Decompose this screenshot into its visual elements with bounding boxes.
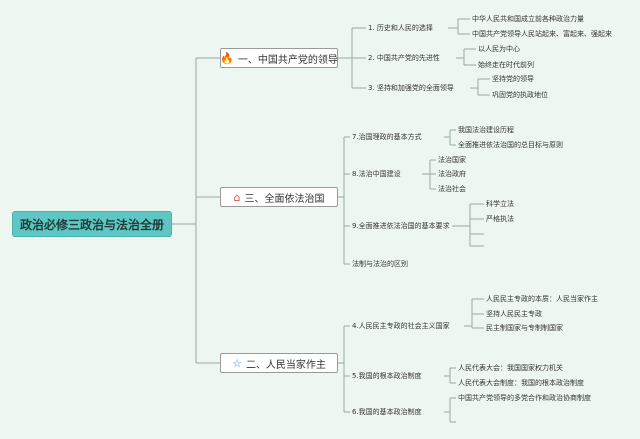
house-icon: ⌂ <box>233 190 241 204</box>
leaf-node[interactable]: 严格执法 <box>486 215 514 223</box>
leaf-node[interactable]: 法治国家 <box>438 156 466 164</box>
item-node[interactable]: 2. 中国共产党的先进性 <box>368 54 440 62</box>
fire-icon: 🔥 <box>220 51 234 65</box>
leaf-node[interactable]: 巩固党的执政地位 <box>492 91 548 99</box>
branch-people-masters[interactable]: ☆ 二、人民当家作主 <box>220 353 338 373</box>
leaf-node[interactable]: 坚持党的领导 <box>492 75 534 83</box>
item-node[interactable]: 9.全面推进依法治国的基本要求 <box>352 222 450 230</box>
branch-rule-of-law[interactable]: ⌂ 三、全面依法治国 <box>220 187 338 207</box>
leaf-node[interactable]: 法治社会 <box>438 185 466 193</box>
leaf-node[interactable]: 人民代表大会制度：我国的根本政治制度 <box>458 379 584 387</box>
branch-label: 二、人民当家作主 <box>245 359 326 371</box>
leaf-node[interactable]: 法治政府 <box>438 170 466 178</box>
leaf-node[interactable]: 科学立法 <box>486 200 514 208</box>
leaf-node[interactable]: 人民民主专政的本质：人民当家作主 <box>486 295 598 303</box>
root-node[interactable]: 政治必修三政治与法治全册 <box>12 211 172 237</box>
branch-label: 三、全面依法治国 <box>244 193 325 205</box>
leaf-node[interactable]: 中国共产党领导的多党合作和政治协商制度 <box>458 394 591 402</box>
item-node[interactable]: 8.法治中国建设 <box>352 170 401 178</box>
leaf-node[interactable]: 始终走在时代前列 <box>478 61 534 69</box>
leaf-node[interactable]: 中华人民共和国成立前各种政治力量 <box>472 15 584 23</box>
leaf-node[interactable]: 全面推进依法治国的总目标与原则 <box>458 141 563 149</box>
branch-party-leadership[interactable]: 🔥 一、中国共产党的领导 <box>220 48 338 68</box>
item-node[interactable]: 4.人民民主专政的社会主义国家 <box>352 322 450 330</box>
leaf-node[interactable]: 民主制国家与专制制国家 <box>486 324 563 332</box>
leaf-node[interactable]: 人民代表大会：我国国家权力机关 <box>458 364 563 372</box>
leaf-node[interactable]: 我国法治建设历程 <box>458 126 514 134</box>
item-node[interactable]: 1. 历史和人民的选择 <box>368 24 433 32</box>
item-node[interactable]: 7.治国理政的基本方式 <box>352 133 422 141</box>
item-node[interactable]: 法制与法治的区别 <box>352 260 408 268</box>
item-node[interactable]: 5.我国的根本政治制度 <box>352 372 422 380</box>
item-node[interactable]: 3. 坚持和加强党的全面领导 <box>368 84 454 92</box>
star-icon: ☆ <box>232 356 242 370</box>
item-node[interactable]: 6.我国的基本政治制度 <box>352 408 422 416</box>
branch-label: 一、中国共产党的领导 <box>237 54 338 66</box>
leaf-node[interactable]: 以人民为中心 <box>478 45 520 53</box>
leaf-node[interactable]: 中国共产党领导人民站起来、富起来、强起来 <box>472 30 612 38</box>
leaf-node[interactable]: 坚持人民民主专政 <box>486 310 542 318</box>
